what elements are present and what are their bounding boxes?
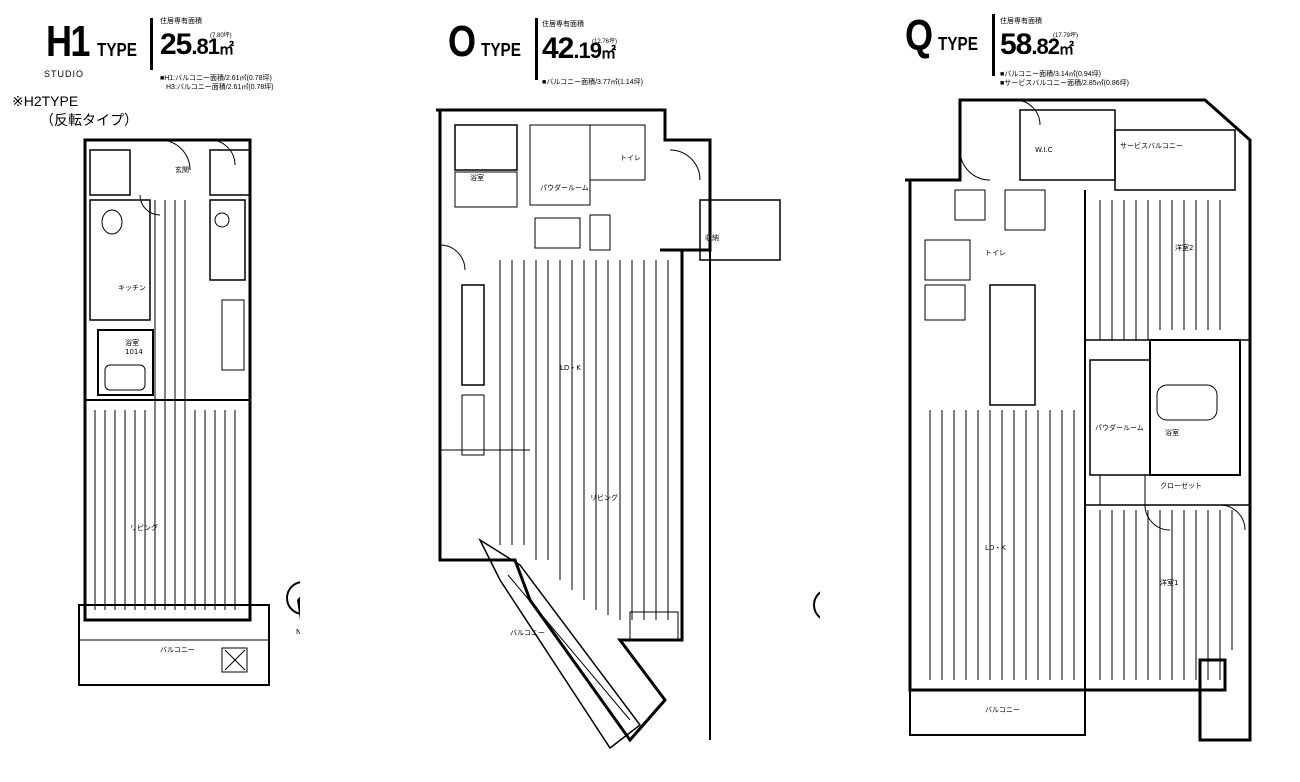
h1-remark2: （反転タイプ） bbox=[40, 112, 138, 128]
h1-bath-label: 浴室 bbox=[125, 338, 139, 347]
o-area-label: 住居専有面積 bbox=[542, 21, 584, 28]
h1-compass-letter: N bbox=[296, 628, 300, 636]
h1-bath-size: 1014 bbox=[125, 348, 143, 356]
q-tsubo: (17.79坪) bbox=[1053, 33, 1079, 39]
o-balcony-label: バルコニー bbox=[510, 629, 545, 637]
o-type-word: TYPE bbox=[480, 40, 521, 60]
h1-compass-icon bbox=[286, 581, 300, 620]
o-compass-icon bbox=[813, 591, 820, 619]
o-storage-label: 収納 bbox=[705, 233, 719, 242]
q-western1-label: 洋室1 bbox=[1160, 578, 1178, 587]
h1-tsubo: (7.80坪) bbox=[210, 33, 232, 39]
o-powder-label: パウダールーム bbox=[540, 183, 589, 192]
h1-type-word: TYPE bbox=[96, 40, 137, 60]
q-area-unit: ㎡ bbox=[1058, 41, 1074, 58]
o-note1: ■バルコニー面積/3.77㎡(1.14坪) bbox=[542, 79, 643, 86]
q-note1: ■バルコニー面積/3.14㎡(0.94坪) bbox=[1000, 71, 1101, 78]
o-divider bbox=[535, 18, 538, 80]
h1-area-label: 住居専有面積 bbox=[160, 18, 202, 25]
o-tsubo: (12.76坪) bbox=[592, 39, 618, 45]
h1-type-letter: H1 bbox=[46, 17, 90, 66]
q-powder-label: パウダールーム bbox=[1095, 423, 1144, 432]
floor-plan-q: Q TYPE 住居専有面積 58.82㎡ (17.79坪) ■バルコニー面積/3… bbox=[895, 0, 1300, 782]
o-toilet-label: トイレ bbox=[620, 154, 641, 162]
h1-note2: H3:バルコニー面積/2.61㎡(0.78坪) bbox=[166, 84, 274, 91]
o-area-dec: .19 bbox=[573, 38, 602, 63]
o-area-value: 42.19㎡ bbox=[542, 32, 616, 65]
h1-living-label: リビング bbox=[130, 523, 158, 532]
q-type-word: TYPE bbox=[937, 34, 978, 54]
floor-plan-o: O TYPE 住居専有面積 42.19㎡ (12.76坪) ■バルコニー面積/3… bbox=[420, 0, 820, 782]
h1-kitchen-label: キッチン bbox=[118, 284, 146, 292]
q-area-value: 58.82㎡ bbox=[1000, 28, 1074, 61]
o-ldk-label: LD・K bbox=[560, 364, 581, 372]
q-service-balcony-label: サービスバルコニー bbox=[1120, 141, 1183, 150]
floor-plan-h1: H1 TYPE STUDIO 住居専有面積 25.81㎡ (7.80坪) ■H1… bbox=[0, 0, 300, 782]
h1-note1: ■H1:バルコニー面積/2.61㎡(0.78坪) bbox=[160, 75, 272, 82]
h1-area-dec: .81 bbox=[191, 34, 220, 59]
o-area-int: 42 bbox=[542, 32, 574, 65]
q-divider bbox=[992, 14, 995, 76]
h1-remark1: ※H2TYPE bbox=[12, 93, 79, 109]
h1-type-heading: H1 TYPE bbox=[46, 20, 144, 64]
h1-divider bbox=[150, 18, 153, 70]
o-floorplan-drawing: LD・K リビング 浴室 パウダールーム トイレ 収納 バルコニー N bbox=[436, 108, 820, 750]
q-type-heading: Q TYPE bbox=[905, 14, 985, 58]
q-toilet-label: トイレ bbox=[985, 249, 1006, 257]
h1-area-int: 25 bbox=[160, 28, 192, 61]
q-area-dec: .82 bbox=[1031, 34, 1060, 59]
h1-area-value: 25.81㎡ bbox=[160, 28, 234, 61]
o-type-heading: O TYPE bbox=[448, 20, 528, 64]
q-balcony-label: バルコニー bbox=[985, 706, 1020, 714]
o-bath-label: 浴室 bbox=[470, 173, 484, 182]
o-living-label: リビング bbox=[590, 493, 618, 502]
o-area-unit: ㎡ bbox=[600, 45, 616, 62]
q-floorplan-drawing: LD・K 洋室2 洋室1 浴室 パウダールーム W.I.C サービスバルコニー … bbox=[905, 98, 1252, 742]
q-ldk-label: LD・K bbox=[985, 544, 1006, 552]
q-western2-label: 洋室2 bbox=[1175, 243, 1193, 252]
q-bath-label: 浴室 bbox=[1165, 428, 1179, 437]
q-closet-label: クローゼット bbox=[1160, 481, 1202, 490]
h1-entrance-label: 玄関 bbox=[175, 165, 189, 174]
h1-subtitle: STUDIO bbox=[44, 69, 85, 79]
q-area-label: 住居専有面積 bbox=[1000, 18, 1042, 25]
q-type-letter: Q bbox=[905, 11, 933, 60]
q-note2: ■サービスバルコニー面積/2.85㎡(0.86坪) bbox=[1000, 80, 1129, 87]
h1-area-unit: ㎡ bbox=[218, 41, 234, 58]
q-area-int: 58 bbox=[1000, 28, 1032, 61]
o-type-letter: O bbox=[448, 17, 476, 66]
q-wic-label: W.I.C bbox=[1035, 146, 1053, 154]
h1-floorplan-drawing: 浴室 1014 キッチン 玄関 バルコニー リビング N bbox=[78, 138, 300, 686]
h1-balcony-label: バルコニー bbox=[160, 646, 195, 654]
